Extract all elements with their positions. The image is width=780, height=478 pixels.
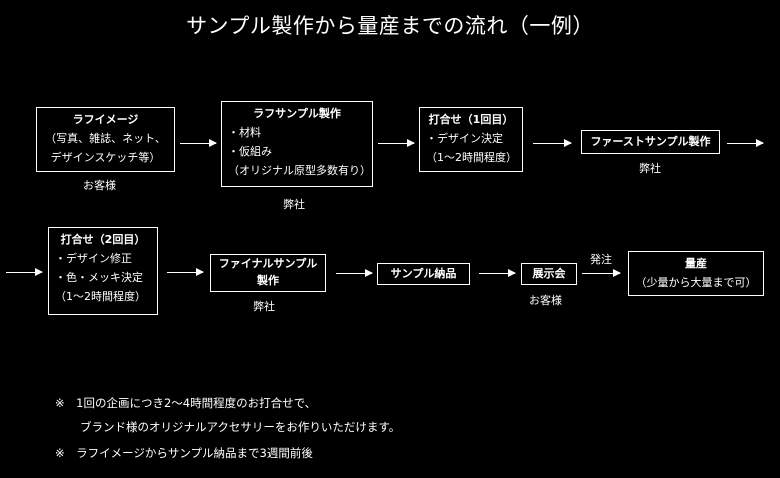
step-detail: デザインスケッチ等） — [50, 151, 161, 164]
owner-label: 弊社 — [639, 162, 661, 175]
step-detail: （1～2時間程度） — [426, 151, 517, 164]
owner-label: お客様 — [529, 294, 562, 307]
step-detail: （少量から大量まで可） — [635, 276, 757, 289]
flow-arrow — [479, 269, 516, 277]
flow-arrow — [336, 269, 373, 277]
step-detail: （1～2時間程度） — [55, 290, 146, 303]
note-1-line-2: ブランド様のオリジナルアクセサリーをお作りいただけます。 — [80, 420, 401, 434]
step-detail: ・色・メッキ決定 — [55, 271, 143, 284]
step-detail: ・デザイン修正 — [55, 252, 132, 265]
step-title: 打合せ（1回目） — [428, 113, 514, 126]
step-detail: （写真、雑誌、ネット、 — [45, 132, 166, 145]
step-title: 展示会 — [532, 267, 566, 280]
step-rough-image: ラフイメージ （写真、雑誌、ネット、 デザインスケッチ等） — [36, 107, 175, 172]
owner-label: 弊社 — [253, 300, 275, 313]
step-title: サンプル納品 — [390, 267, 457, 280]
step-final-sample: ファイナルサンプル 製作 — [210, 254, 326, 292]
flow-arrow — [180, 139, 217, 147]
flow-arrow — [533, 139, 572, 147]
step-title-line: ファイナルサンプル — [218, 257, 318, 270]
flow-arrow — [6, 268, 43, 276]
step-title: ラフイメージ — [72, 113, 139, 126]
step-detail: （オリジナル原型多数有り） — [228, 164, 371, 177]
flow-arrow — [727, 139, 764, 147]
step-title-line: 製作 — [257, 274, 279, 287]
step-exhibition: 展示会 — [521, 263, 577, 285]
order-label: 発注 — [590, 253, 612, 266]
step-mass-production: 量産 （少量から大量まで可） — [628, 251, 764, 296]
step-title: ファーストサンプル製作 — [590, 135, 711, 148]
step-meeting-2: 打合せ（2回目） ・デザイン修正 ・色・メッキ決定 （1～2時間程度） — [48, 227, 158, 315]
step-meeting-1: 打合せ（1回目） ・デザイン決定 （1～2時間程度） — [419, 107, 523, 172]
flow-arrow — [378, 139, 415, 147]
step-detail: ・仮組み — [228, 145, 272, 158]
step-sample-delivery: サンプル納品 — [377, 263, 470, 285]
page-title: サンプル製作から量産までの流れ（一例） — [186, 14, 594, 38]
note-2: ※ ラフイメージからサンプル納品まで3週間前後 — [55, 446, 313, 460]
owner-label: 弊社 — [283, 198, 305, 211]
step-rough-sample: ラフサンプル製作 ・材料 ・仮組み （オリジナル原型多数有り） — [221, 101, 373, 187]
step-title: ラフサンプル製作 — [253, 107, 341, 120]
step-first-sample: ファーストサンプル製作 — [581, 130, 720, 154]
step-title: 量産 — [685, 257, 707, 270]
flow-arrow — [167, 268, 204, 276]
note-1-line-1: ※ 1回の企画につき2～4時間程度のお打合せで、 — [55, 396, 317, 410]
step-detail: ・デザイン決定 — [426, 132, 503, 145]
owner-label: お客様 — [83, 179, 116, 192]
step-detail: ・材料 — [228, 126, 261, 139]
flow-arrow — [582, 269, 621, 277]
step-title: 打合せ（2回目） — [60, 233, 146, 246]
